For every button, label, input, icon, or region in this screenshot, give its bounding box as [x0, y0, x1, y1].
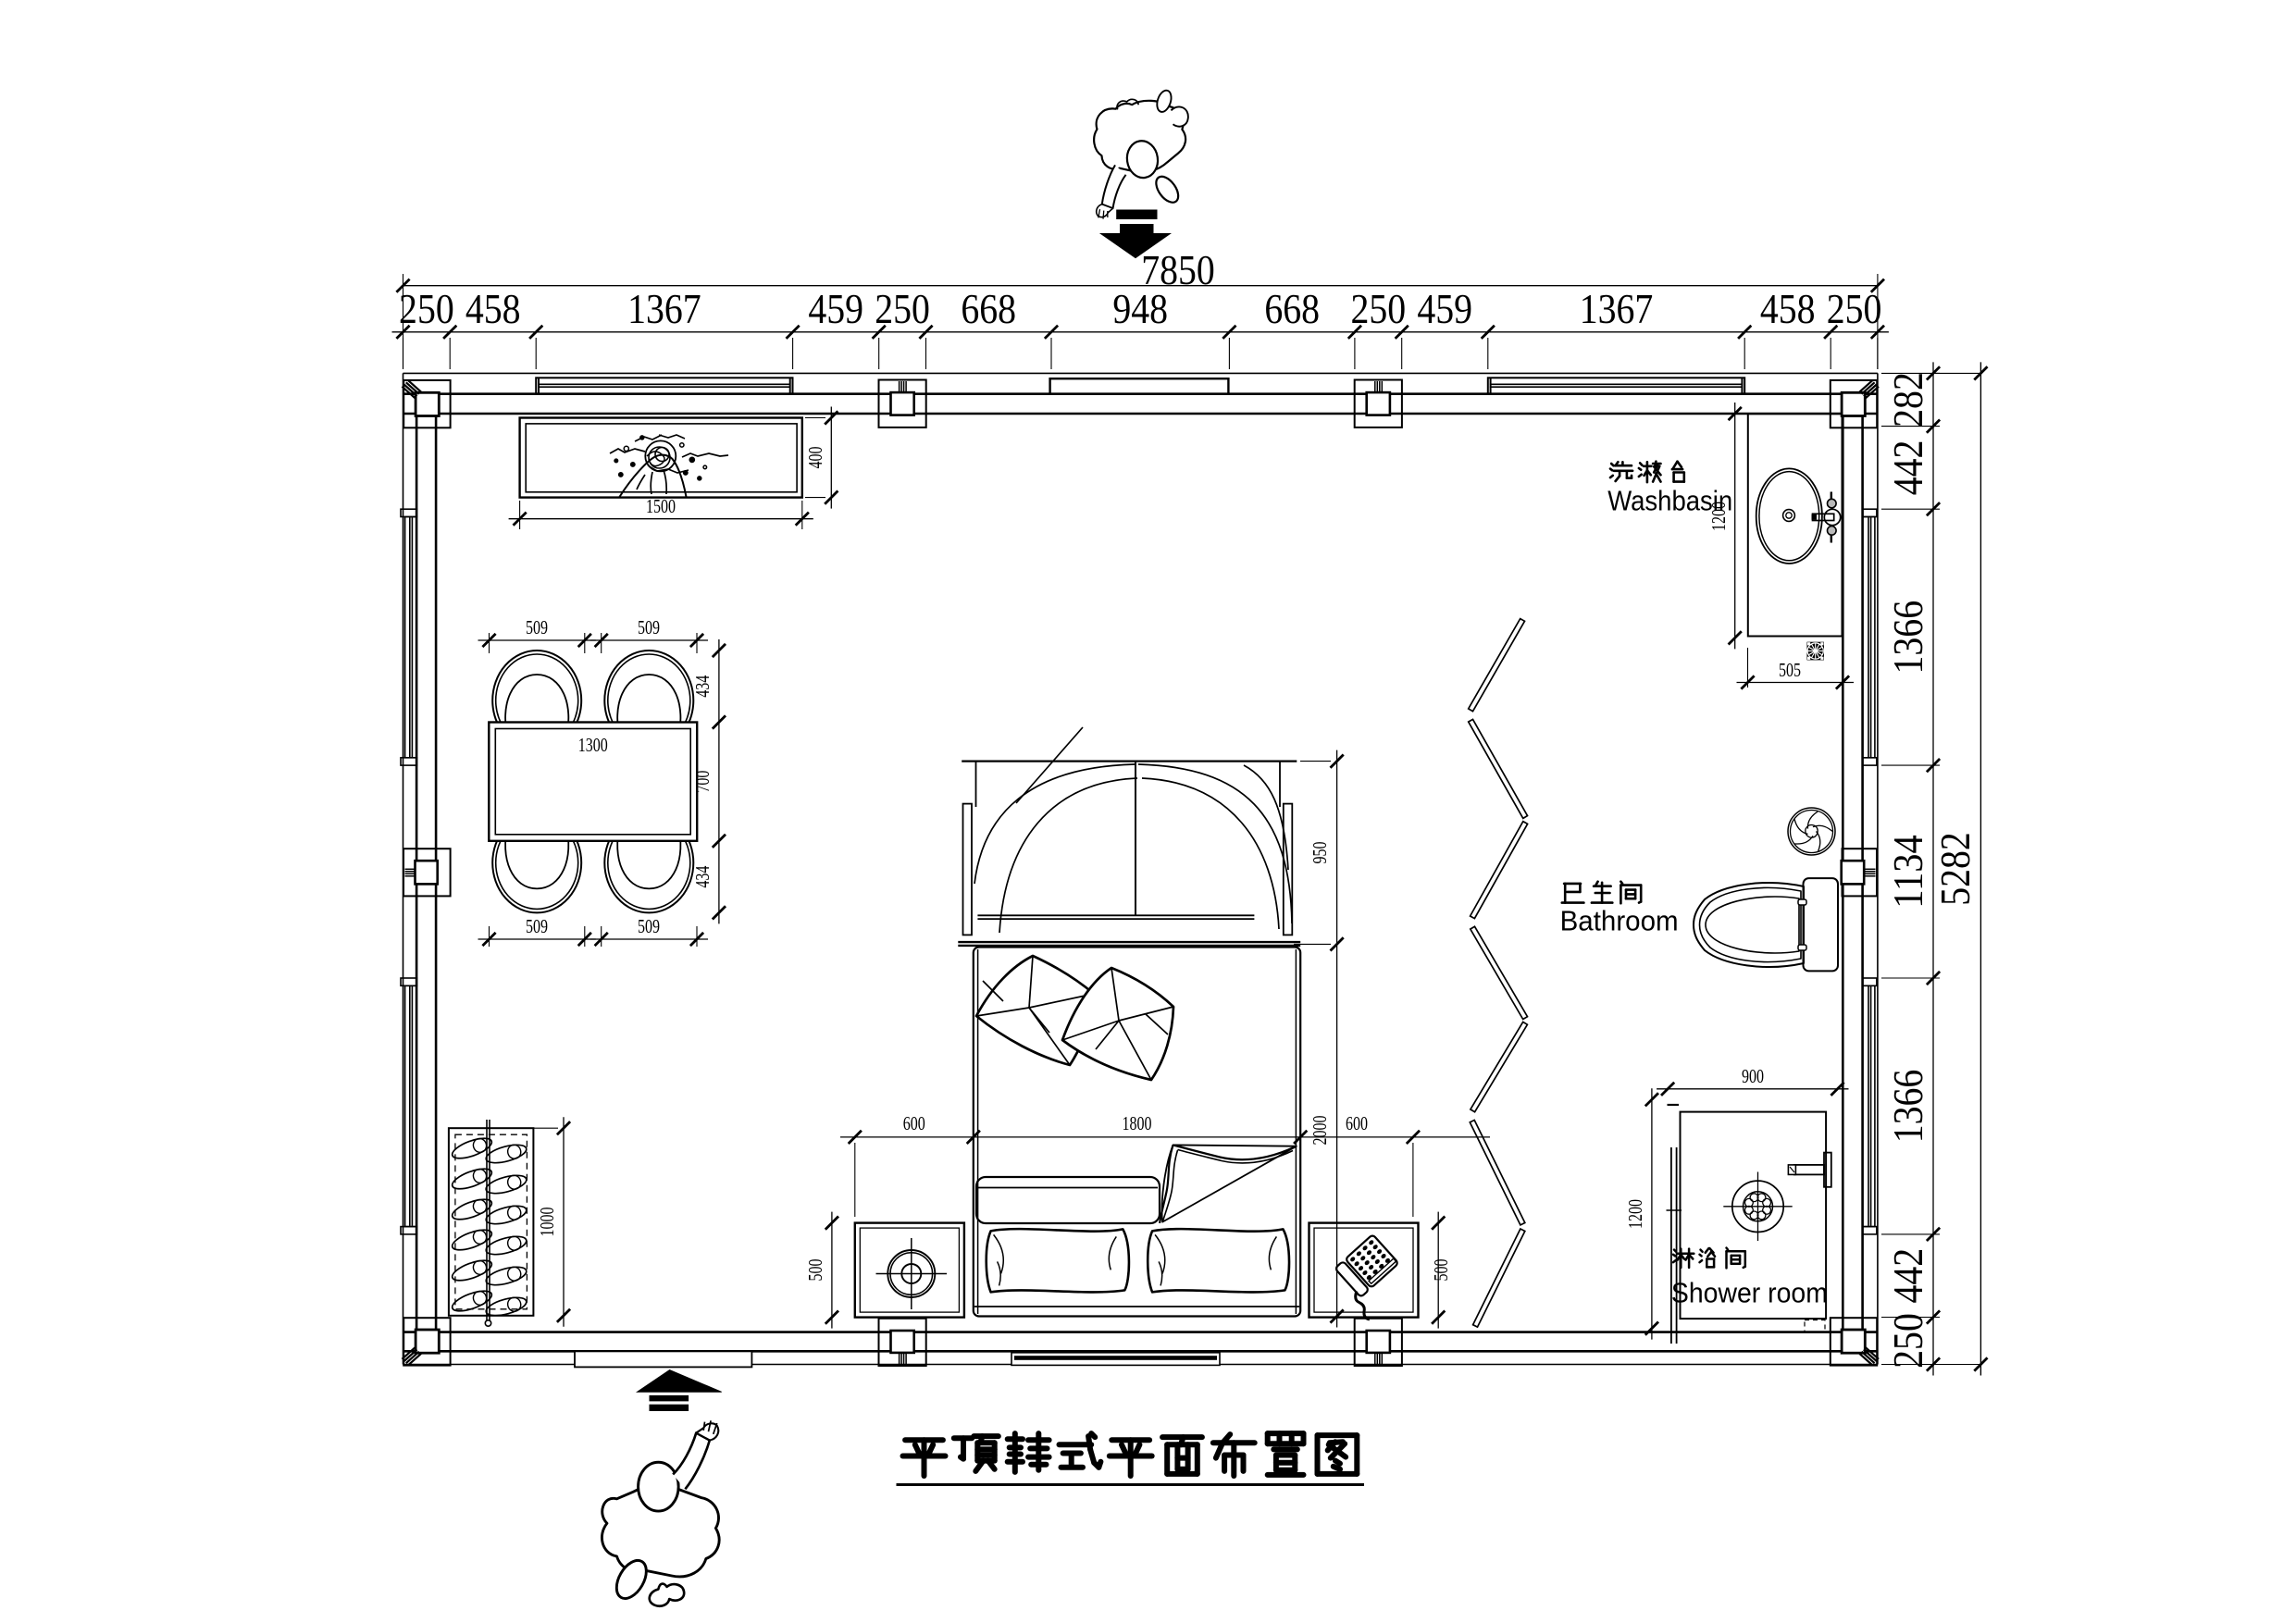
svg-text:Washbasin: Washbasin — [1607, 485, 1732, 517]
svg-text:250: 250 — [875, 285, 930, 332]
svg-text:5282: 5282 — [1931, 832, 1979, 906]
svg-text:505: 505 — [1779, 659, 1801, 681]
svg-text:1000: 1000 — [536, 1208, 558, 1237]
svg-text:1500: 1500 — [646, 495, 676, 517]
svg-text:282: 282 — [1884, 372, 1931, 427]
svg-text:1367: 1367 — [627, 285, 701, 332]
svg-text:509: 509 — [526, 616, 548, 638]
svg-text:668: 668 — [961, 285, 1016, 332]
svg-text:250: 250 — [1884, 1313, 1931, 1369]
svg-text:509: 509 — [638, 915, 660, 937]
svg-text:1800: 1800 — [1123, 1112, 1152, 1134]
svg-text:442: 442 — [1884, 1248, 1931, 1304]
svg-text:1200: 1200 — [1707, 502, 1730, 531]
svg-text:434: 434 — [691, 675, 714, 697]
svg-text:1134: 1134 — [1884, 835, 1931, 909]
svg-text:459: 459 — [808, 285, 863, 332]
svg-text:600: 600 — [1346, 1112, 1368, 1134]
svg-text:Bathroom: Bathroom — [1560, 905, 1679, 937]
svg-text:948: 948 — [1112, 285, 1168, 332]
svg-text:459: 459 — [1417, 285, 1472, 332]
svg-text:1366: 1366 — [1884, 1070, 1931, 1144]
svg-text:500: 500 — [804, 1259, 826, 1282]
svg-text:7850: 7850 — [1141, 246, 1215, 293]
svg-text:434: 434 — [691, 865, 714, 887]
svg-text:1300: 1300 — [578, 734, 608, 756]
svg-text:1200: 1200 — [1624, 1199, 1646, 1229]
svg-text:2000: 2000 — [1309, 1116, 1331, 1146]
svg-text:950: 950 — [1309, 842, 1331, 864]
svg-text:250: 250 — [399, 285, 454, 332]
svg-text:509: 509 — [526, 915, 548, 937]
svg-text:668: 668 — [1264, 285, 1320, 332]
svg-text:900: 900 — [1742, 1065, 1764, 1087]
svg-text:600: 600 — [903, 1112, 925, 1134]
svg-text:700: 700 — [691, 771, 714, 793]
svg-text:509: 509 — [638, 616, 660, 638]
svg-text:Shower room: Shower room — [1671, 1277, 1828, 1309]
svg-text:500: 500 — [1430, 1259, 1452, 1282]
svg-text:250: 250 — [1350, 285, 1406, 332]
svg-text:442: 442 — [1884, 440, 1931, 496]
svg-text:250: 250 — [1827, 285, 1882, 332]
svg-text:400: 400 — [804, 447, 826, 469]
svg-text:1367: 1367 — [1580, 285, 1654, 332]
svg-text:1366: 1366 — [1884, 601, 1931, 675]
svg-text:458: 458 — [1760, 285, 1816, 332]
svg-text:458: 458 — [465, 285, 521, 332]
